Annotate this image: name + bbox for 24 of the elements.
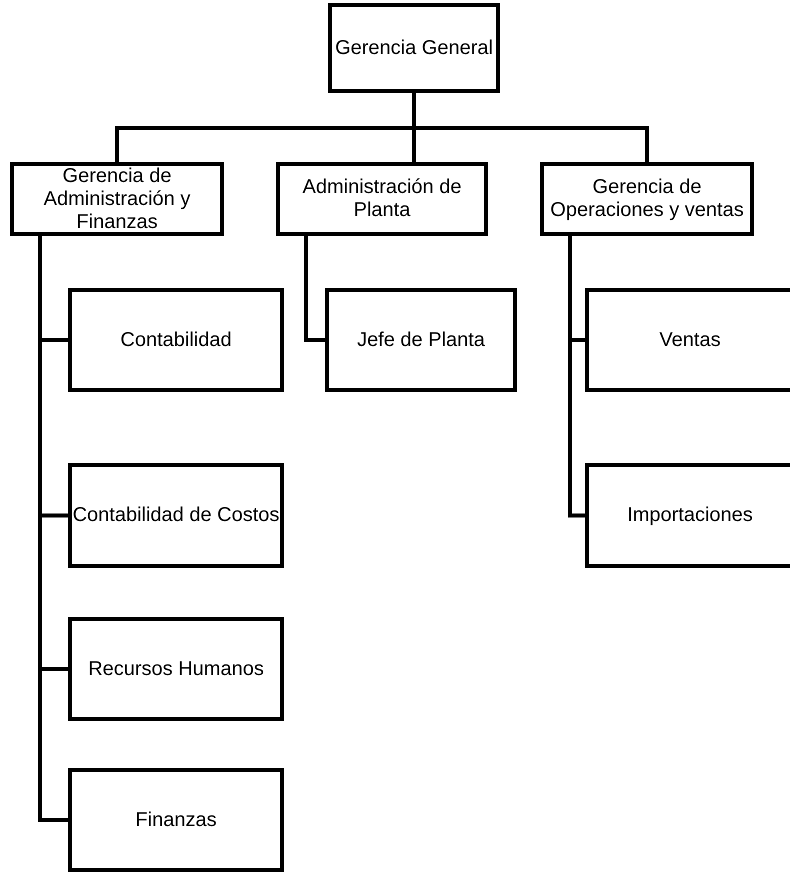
org-box [540, 162, 754, 236]
connector-line [412, 93, 649, 162]
org-box [276, 162, 488, 236]
org-box [585, 463, 790, 568]
org-box [325, 288, 517, 392]
box-label: Contabilidad [120, 328, 232, 352]
org-box [10, 162, 224, 236]
box-label: Importaciones [627, 504, 753, 527]
box-label: Jefe de Planta [357, 328, 485, 352]
box-label: Contabilidad de Costos [72, 504, 280, 527]
box-label: Administración de Planta [302, 176, 462, 222]
org-box [585, 288, 790, 392]
box-label: Finanzas [135, 808, 217, 832]
org-box [68, 768, 284, 872]
box-label: Ventas [659, 328, 721, 352]
box-label: Gerencia de Administración y Finanzas [42, 164, 192, 234]
org-box [68, 617, 284, 721]
connector-line [304, 236, 325, 342]
box-label: Recursos Humanos [88, 658, 264, 680]
box-label: Gerencia General [335, 36, 493, 60]
org-box [68, 288, 284, 392]
box-label: Gerencia de Operaciones y ventas [549, 176, 745, 222]
org-box [328, 3, 500, 93]
org-box [68, 463, 284, 568]
